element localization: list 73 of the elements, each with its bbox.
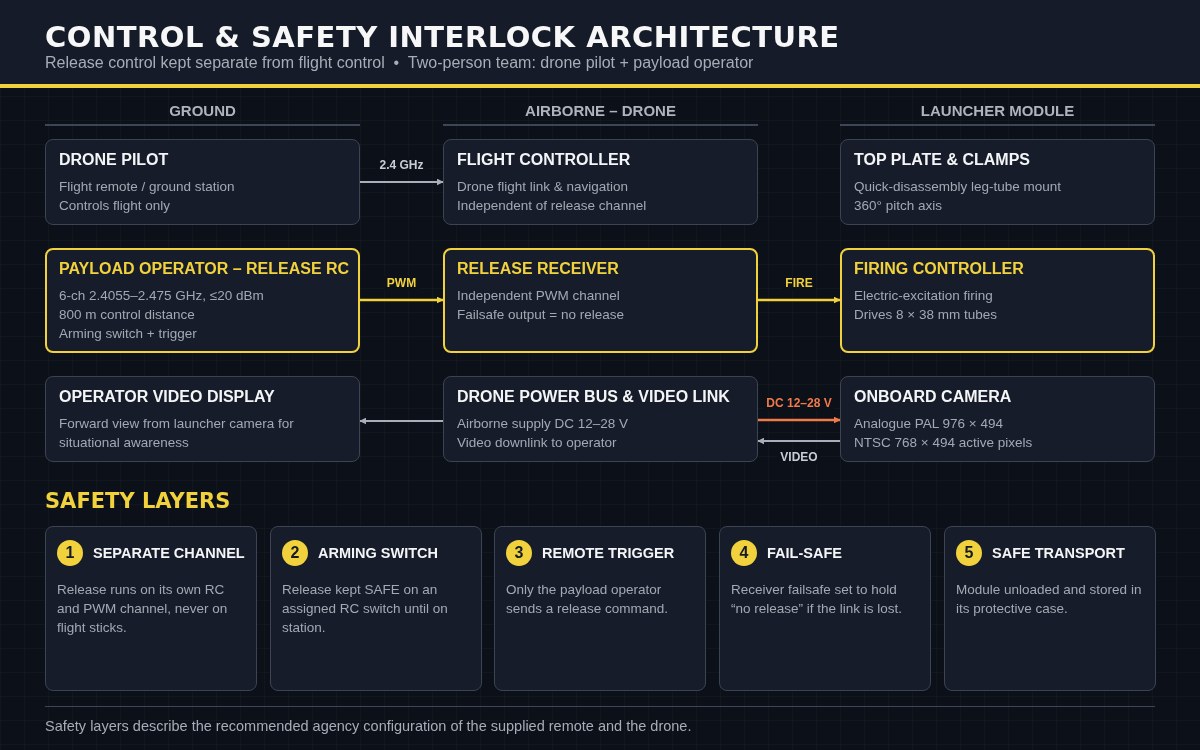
edge-label: DC 12–28 V [763, 396, 835, 410]
component-box [45, 139, 360, 225]
box-text: Failsafe output = no release [457, 306, 625, 324]
box-text: NTSC 768 × 494 active pixels [854, 434, 1034, 452]
box-title: DRONE POWER BUS & VIDEO LINK [457, 388, 731, 406]
arrow [757, 437, 841, 445]
card-text: Release runs on its own RC and PWM channel, never on flight sticks. [57, 581, 229, 637]
box-title: FLIGHT CONTROLLER [457, 151, 632, 169]
title: CONTROL & SAFETY INTERLOCK ARCHITECTURE [45, 20, 840, 54]
box-text: Electric-excitation firing [854, 287, 994, 305]
arrow [758, 416, 841, 424]
number-badge: 4 [731, 540, 757, 566]
component-box [443, 248, 758, 353]
box-text: Airborne supply DC 12–28 V [457, 415, 630, 433]
box-text: Arming switch + trigger [59, 325, 198, 343]
component-box [45, 248, 360, 353]
card-title: SAFE TRANSPORT [992, 545, 1125, 561]
column-heading: AIRBORNE – DRONE [443, 102, 758, 126]
card-text: Only the payload operator sends a release command. [506, 581, 670, 618]
component-box [45, 376, 360, 462]
arrow [360, 296, 444, 304]
card-text: Release kept SAFE on an assigned RC switch until on station. [282, 581, 449, 637]
safety-card [719, 526, 931, 691]
number-badge: 5 [956, 540, 982, 566]
component-box [443, 139, 758, 225]
edge-label: FIRE [782, 276, 816, 290]
edge-label: 2.4 GHz [376, 158, 427, 172]
box-text: 360° pitch axis [854, 197, 943, 215]
box-title: RELEASE RECEIVER [457, 260, 620, 278]
safety-card [494, 526, 706, 691]
box-text: 6-ch 2.4055–2.475 GHz, ≤20 dBm [59, 287, 265, 305]
safety-card [944, 526, 1156, 691]
box-text: Controls flight only [59, 197, 172, 215]
footnote: Safety layers describe the recommended agency configuration of the supplied remote and the drone. [45, 718, 692, 734]
box-title: ONBOARD CAMERA [854, 388, 1013, 406]
column-heading: LAUNCHER MODULE [840, 102, 1155, 126]
box-title: OPERATOR VIDEO DISPLAY [59, 388, 276, 406]
box-text: Drone flight link & navigation [457, 178, 630, 196]
component-box [840, 248, 1155, 353]
box-title: FIRING CONTROLLER [854, 260, 1025, 278]
edge-label: PWM [383, 276, 420, 290]
box-text: 800 m control distance [59, 306, 196, 324]
box-text: Forward view from launcher camera for situational awareness [59, 415, 295, 452]
arrow [359, 178, 444, 186]
component-box [840, 376, 1155, 462]
box-text: Quick-disassembly leg-tube mount [854, 178, 1063, 196]
card-title: FAIL-SAFE [767, 545, 842, 561]
box-title: DRONE PILOT [59, 151, 170, 169]
subtitle: Release control kept separate from flight control • Two-person team: drone pilot + payload operator [45, 54, 754, 72]
box-text: Flight remote / ground station [59, 178, 236, 196]
component-box [840, 139, 1155, 225]
box-text: Drives 8 × 38 mm tubes [854, 306, 998, 324]
edge-label: VIDEO [777, 450, 821, 464]
card-text: Receiver failsafe set to hold “no release” if the link is lost. [731, 581, 904, 618]
safety-card [270, 526, 482, 691]
section-heading: SAFETY LAYERS [45, 489, 231, 513]
box-text: Independent of release channel [457, 197, 648, 215]
card-title: SEPARATE CHANNEL [93, 545, 245, 561]
number-badge: 3 [506, 540, 532, 566]
arrow [359, 417, 444, 425]
card-title: REMOTE TRIGGER [542, 545, 675, 561]
box-text: Independent PWM channel [457, 287, 621, 305]
box-title: TOP PLATE & CLAMPS [854, 151, 1031, 169]
safety-card [45, 526, 257, 691]
number-badge: 2 [282, 540, 308, 566]
arrow [758, 296, 841, 304]
box-text: Video downlink to operator [457, 434, 618, 452]
column-heading: GROUND [45, 102, 360, 126]
component-box [443, 376, 758, 462]
card-text: Module unloaded and stored in its protective case. [956, 581, 1143, 618]
number-badge: 1 [57, 540, 83, 566]
box-text: Analogue PAL 976 × 494 [854, 415, 1004, 433]
card-title: ARMING SWITCH [318, 545, 438, 561]
